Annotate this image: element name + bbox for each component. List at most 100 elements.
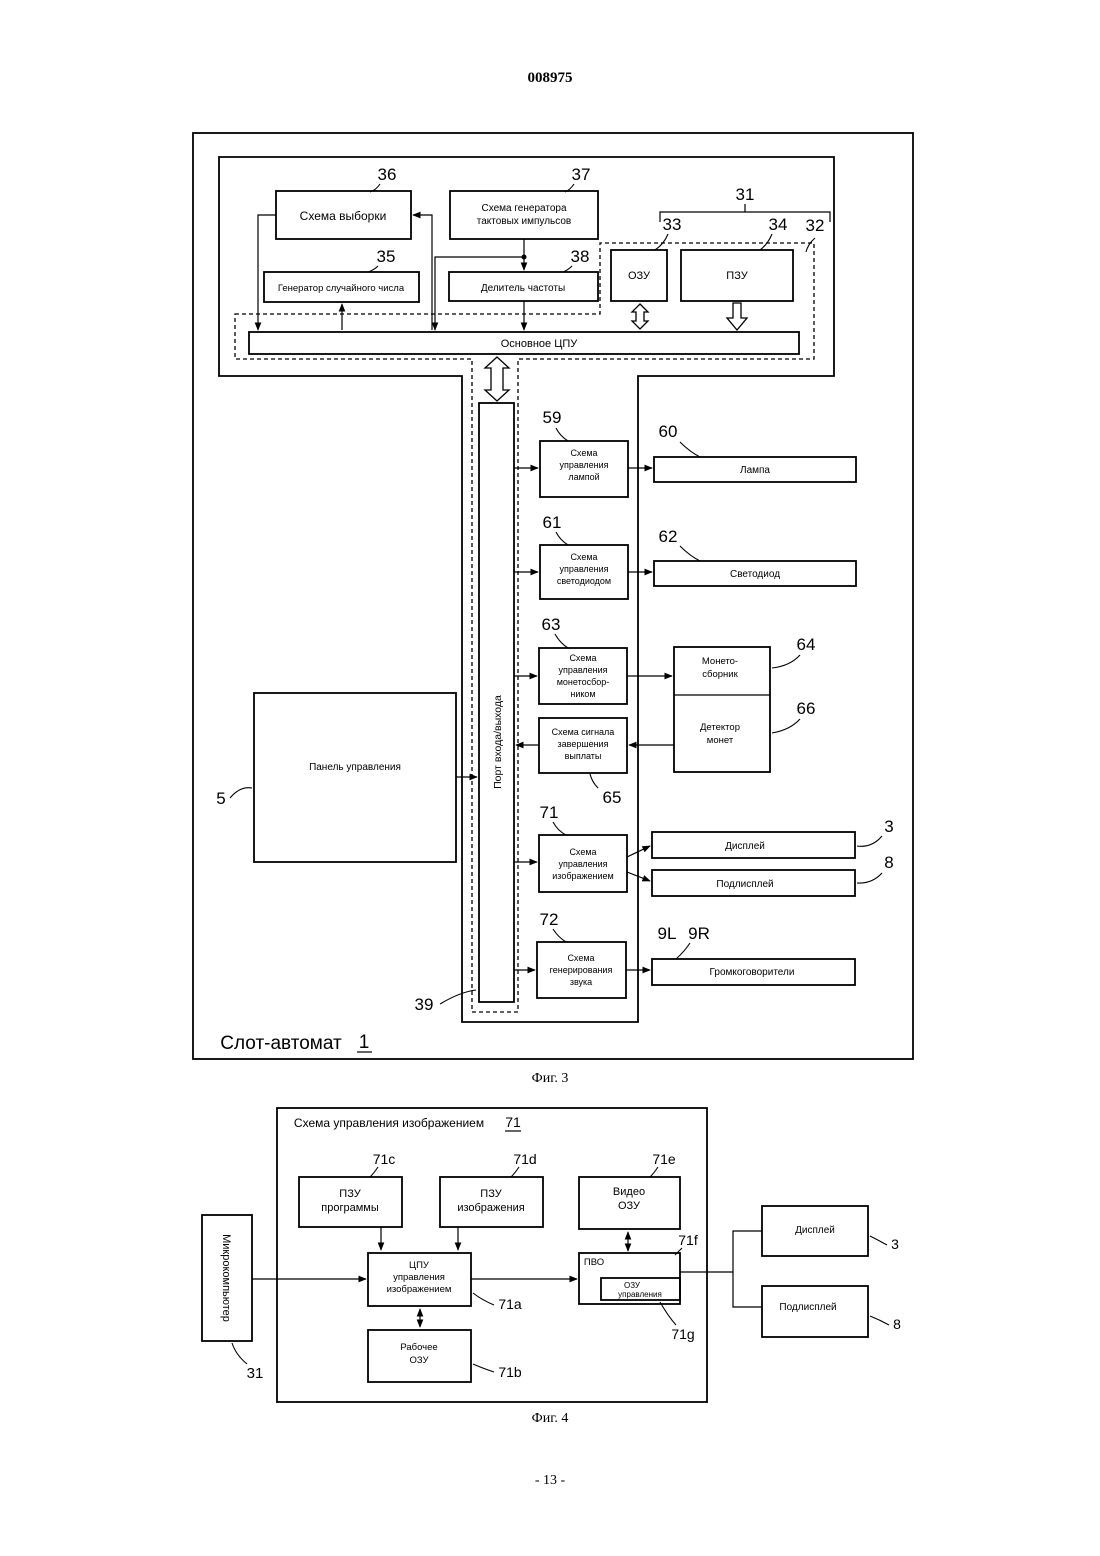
fig4-display-label: Дисплей bbox=[795, 1225, 835, 1236]
image-control-line2: управления bbox=[558, 859, 607, 869]
lamp-control-line1: Схема bbox=[570, 448, 597, 458]
figure-3: 31 32 Схема выборки 36 Схема генератора … bbox=[193, 133, 913, 1086]
ref-1: 1 bbox=[359, 1032, 370, 1053]
ref-59: 59 bbox=[543, 408, 562, 427]
fig4-subdisplay-label: Подлисплей bbox=[779, 1302, 836, 1313]
ref-64: 64 bbox=[797, 635, 816, 654]
coin-detector-line1: Детектор bbox=[700, 722, 740, 733]
ref-36: 36 bbox=[378, 165, 397, 184]
payout-line2: завершения bbox=[558, 739, 609, 749]
led-control-line2: управления bbox=[559, 564, 608, 574]
ref-63: 63 bbox=[542, 615, 561, 634]
slot-machine-label: Слот-автомат bbox=[220, 1033, 342, 1054]
ref-33: 33 bbox=[663, 215, 682, 234]
ref-71e: 71e bbox=[652, 1151, 676, 1167]
microcomputer-bracket bbox=[660, 212, 830, 222]
video-ram-line2: ОЗУ bbox=[618, 1200, 641, 1212]
control-ram-line1: ОЗУ bbox=[624, 1281, 641, 1290]
program-rom-line2: программы bbox=[321, 1202, 379, 1214]
ram-33-label: ОЗУ bbox=[628, 270, 651, 282]
ram-bus bbox=[632, 304, 648, 329]
hopper-control-line3: монетосбор- bbox=[557, 677, 610, 687]
cpu-io-bus bbox=[485, 357, 509, 401]
ref-31: 31 bbox=[736, 185, 755, 204]
fig4-caption: Фиг. 4 bbox=[532, 1411, 569, 1426]
sound-line3: звука bbox=[570, 977, 592, 987]
control-panel-label: Панель управления bbox=[309, 762, 401, 773]
rng-label: Генератор случайного числа bbox=[278, 283, 405, 294]
lamp-label: Лампа bbox=[740, 465, 770, 476]
ref-66: 66 bbox=[797, 699, 816, 718]
ref-71: 71 bbox=[540, 803, 559, 822]
work-ram-line2: ОЗУ bbox=[409, 1355, 429, 1366]
ref-71c: 71c bbox=[373, 1151, 396, 1167]
ref-65: 65 bbox=[603, 788, 622, 807]
image-cpu-line3: изображением bbox=[387, 1284, 452, 1295]
ref-31-fig4: 31 bbox=[247, 1365, 264, 1382]
io-port-label: Порт входа/выхода bbox=[492, 695, 504, 789]
led-label: Светодиод bbox=[730, 569, 780, 580]
fig4-title-ref: 71 bbox=[505, 1114, 521, 1130]
ref-32: 32 bbox=[806, 216, 825, 235]
ref-35: 35 bbox=[377, 247, 396, 266]
clock-generator bbox=[450, 191, 598, 239]
ref-39: 39 bbox=[415, 995, 434, 1014]
ref-61: 61 bbox=[543, 513, 562, 532]
clock-generator-line1: Схема генератора bbox=[481, 203, 566, 214]
lamp-control-line2: управления bbox=[559, 460, 608, 470]
ref-9l: 9L bbox=[658, 924, 677, 943]
ref-62: 62 bbox=[659, 527, 678, 546]
display-label: Дисплей bbox=[725, 841, 765, 852]
sound-line1: Схема bbox=[567, 953, 594, 963]
page-header: 008975 bbox=[528, 70, 573, 86]
main-cpu-label: Основное ЦПУ bbox=[501, 338, 579, 350]
frequency-divider-label: Делитель частоты bbox=[481, 283, 565, 294]
sampling-circuit-label: Схема выборки bbox=[300, 209, 387, 223]
work-ram-line1: Рабочее bbox=[400, 1342, 437, 1353]
hopper-line2: сборник bbox=[702, 669, 738, 680]
coin-detector-line2: монет bbox=[707, 735, 734, 746]
ref-71f: 71f bbox=[678, 1232, 698, 1248]
video-ram-line1: Видео bbox=[613, 1186, 645, 1198]
hopper-control-line2: управления bbox=[558, 665, 607, 675]
vdp-label: ПВО bbox=[584, 1257, 604, 1268]
speakers-label: Громкоговорители bbox=[710, 967, 795, 978]
lamp-control-line3: лампой bbox=[568, 472, 599, 482]
image-control-frame bbox=[277, 1108, 707, 1402]
rom-34-label: ПЗУ bbox=[726, 270, 748, 282]
ref-60: 60 bbox=[659, 422, 678, 441]
ref-71g: 71g bbox=[671, 1326, 694, 1342]
led-control-line1: Схема bbox=[570, 552, 597, 562]
image-cpu-line2: управления bbox=[393, 1272, 445, 1283]
hopper-line1: Монето- bbox=[702, 656, 738, 667]
image-rom-line2: изображения bbox=[457, 1202, 524, 1214]
image-control-line1: Схема bbox=[569, 847, 596, 857]
ref-71a: 71a bbox=[498, 1296, 522, 1312]
ref-72: 72 bbox=[540, 910, 559, 929]
ref-8-fig4: 8 bbox=[893, 1316, 901, 1332]
payout-line1: Схема сигнала bbox=[552, 727, 615, 737]
figure-4: Схема управления изображением 71 Микроко… bbox=[202, 1108, 901, 1426]
ref-9r: 9R bbox=[688, 924, 710, 943]
payout-line3: выплаты bbox=[565, 751, 602, 761]
control-panel bbox=[254, 693, 456, 862]
subdisplay-label: Подлисплей bbox=[716, 879, 773, 890]
microcomputer-label: Микрокомпьютер bbox=[220, 1234, 232, 1322]
hopper-control-line1: Схема bbox=[569, 653, 596, 663]
page-footer: - 13 - bbox=[535, 1473, 566, 1488]
hopper-control-line4: ником bbox=[570, 689, 595, 699]
ref-3: 3 bbox=[884, 817, 893, 836]
image-control-line3: изображением bbox=[552, 871, 613, 881]
ref-34: 34 bbox=[769, 215, 788, 234]
ref-71d: 71d bbox=[513, 1151, 536, 1167]
vdp-to-subdisplay bbox=[733, 1272, 762, 1307]
rom-bus bbox=[727, 303, 747, 330]
ref-37: 37 bbox=[572, 165, 591, 184]
ref-3-fig4: 3 bbox=[891, 1236, 899, 1252]
fig3-caption: Фиг. 3 bbox=[532, 1071, 569, 1086]
ref-8: 8 bbox=[884, 853, 893, 872]
image-rom-line1: ПЗУ bbox=[480, 1188, 502, 1200]
image-cpu-line1: ЦПУ bbox=[409, 1260, 430, 1271]
program-rom-line1: ПЗУ bbox=[339, 1188, 361, 1200]
